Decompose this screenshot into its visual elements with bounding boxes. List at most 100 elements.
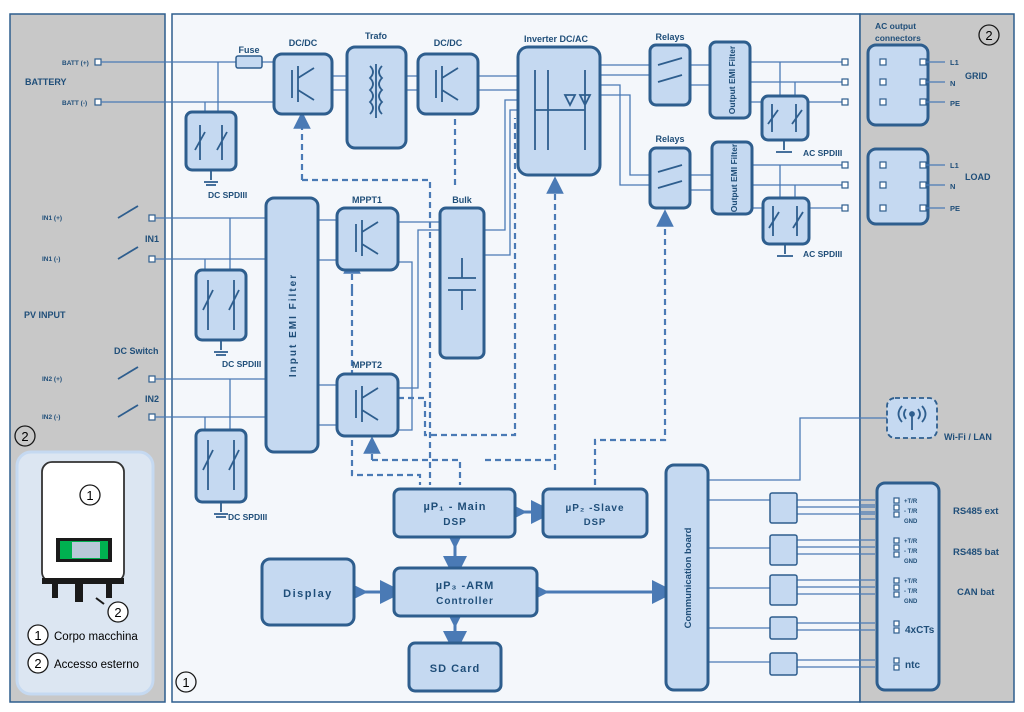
batt-pos-label: BATT (+) xyxy=(62,60,89,67)
inverter-label: Inverter DC/AC xyxy=(524,34,589,44)
sd-card-label: SD Card xyxy=(430,663,480,675)
rs485-bat-tr-pos: +T/R xyxy=(904,539,918,545)
main-dsp-block xyxy=(392,487,517,539)
dc-spd-1-label: DC SPDIII xyxy=(208,190,247,200)
input-emi-label: Input EMI Filter xyxy=(288,273,299,377)
trafo-label: Trafo xyxy=(365,31,388,41)
dc-spd-3-label: DC SPDIII xyxy=(228,512,267,522)
legend-key-1: 1 xyxy=(34,628,41,643)
legend-badge-2: 2 xyxy=(114,605,121,620)
ac-spd-load xyxy=(761,196,811,257)
dcdc2-label: DC/DC xyxy=(434,38,463,48)
rs485-bat-gnd: GND xyxy=(904,559,918,565)
dc-spd-2-label: DC SPDIII xyxy=(222,359,261,369)
fuse-block xyxy=(235,55,263,69)
dc-switch-label: DC Switch xyxy=(114,346,159,356)
wifi-label: Wi-Fi / LAN xyxy=(944,432,992,442)
legend-corpo: Corpo macchina xyxy=(54,631,138,643)
ac-spd-grid xyxy=(760,94,810,153)
ac-output-label-1: AC output xyxy=(875,21,916,31)
ct-label: 4xCTs xyxy=(905,625,935,636)
arm-label-1: µP₃ -ARM xyxy=(436,580,495,592)
rs485-bat-tr-neg: - T/R xyxy=(904,549,918,555)
relays1-label: Relays xyxy=(655,32,684,42)
communication-board-block xyxy=(664,463,710,692)
ac-output-label-2: connectors xyxy=(875,33,921,43)
comm-board-label: Communication board xyxy=(683,527,694,628)
load-pe: PE xyxy=(950,204,960,213)
mppt2-label: MPPT2 xyxy=(352,360,382,370)
dcdc2-block xyxy=(416,52,480,116)
rs485-ext-tr-neg: - T/R xyxy=(904,509,918,515)
comm-connector-block xyxy=(875,481,941,692)
rs485-ext-label: RS485 ext xyxy=(953,506,999,517)
bulk-label: Bulk xyxy=(452,195,472,205)
dc-spd-in2 xyxy=(194,428,248,518)
grid-n: N xyxy=(950,79,955,88)
relays2-label: Relays xyxy=(655,134,684,144)
power-wiring xyxy=(101,61,887,668)
fuse-label: Fuse xyxy=(238,45,259,55)
battery-label: BATTERY xyxy=(25,77,67,87)
dc-spd-in1 xyxy=(194,268,248,356)
dc-switches xyxy=(117,205,139,418)
slave-dsp-label-1: µP₂ -Slave xyxy=(565,503,624,514)
legend-badge-1: 1 xyxy=(86,488,93,503)
can-bat-label: CAN bat xyxy=(957,587,995,598)
grid-l1: L1 xyxy=(950,58,959,67)
load-label: LOAD xyxy=(965,172,991,182)
arm-controller-block xyxy=(392,566,539,618)
sd-card-block xyxy=(407,641,503,693)
can-bat-tr-pos: +T/R xyxy=(904,579,918,585)
grid-pe: PE xyxy=(950,99,960,108)
dcdc1-label: DC/DC xyxy=(289,38,318,48)
in2-label: IN2 xyxy=(145,394,159,404)
can-bat-tr-neg: - T/R xyxy=(904,589,918,595)
data-bus-arrows xyxy=(344,500,676,655)
mppt2-block xyxy=(335,372,400,438)
zone-left-badge: 2 xyxy=(21,429,28,444)
zone-center-badge: 1 xyxy=(182,675,189,690)
in1-neg-label: IN1 (-) xyxy=(42,256,60,263)
relays2-block xyxy=(648,146,692,210)
emi-out2-block xyxy=(710,140,754,216)
rs485-bat-label: RS485 bat xyxy=(953,547,1000,558)
in2-neg-label: IN2 (-) xyxy=(42,414,60,421)
ntc-label: ntc xyxy=(905,660,920,671)
load-l1: L1 xyxy=(950,161,959,170)
inverter-icon xyxy=(41,461,125,583)
comm-isolators xyxy=(769,492,798,676)
load-connector-block xyxy=(866,147,930,226)
wifi-icon xyxy=(897,405,927,430)
emi-out1-block xyxy=(708,40,752,120)
display-block xyxy=(260,557,356,627)
slave-dsp-label-2: DSP xyxy=(584,517,607,528)
load-n: N xyxy=(950,182,955,191)
display-label: Display xyxy=(283,588,333,600)
dcdc1-block xyxy=(272,52,334,116)
batt-neg-label: BATT (-) xyxy=(62,100,87,107)
slave-dsp-block xyxy=(541,487,649,539)
zone-right-badge: 2 xyxy=(985,28,992,43)
dc-spd-battery xyxy=(184,110,238,186)
bulk-block xyxy=(438,206,486,360)
inverter-block xyxy=(516,45,602,177)
rs485-ext-tr-pos: +T/R xyxy=(904,499,918,505)
grid-label: GRID xyxy=(965,71,988,81)
pv-input-label: PV INPUT xyxy=(24,310,66,320)
in2-pos-label: IN2 (+) xyxy=(42,376,62,383)
ac-spd-2-label: AC SPDIII xyxy=(803,249,842,259)
arm-label-2: Controller xyxy=(436,596,494,607)
in1-pos-label: IN1 (+) xyxy=(42,215,62,222)
emi-out2-label: Output EMI Filter xyxy=(729,143,739,212)
can-bat-gnd: GND xyxy=(904,599,918,605)
rs485-ext-gnd: GND xyxy=(904,519,918,525)
legend-key-2: 2 xyxy=(34,656,41,671)
ac-spd-1-label: AC SPDIII xyxy=(803,148,842,158)
relays1-block xyxy=(648,43,692,107)
input-emi-filter-block xyxy=(264,196,320,454)
main-dsp-label-1: µP₁ - Main xyxy=(423,501,486,513)
legend-accesso: Accesso esterno xyxy=(54,659,139,671)
emi-out1-label: Output EMI Filter xyxy=(727,45,737,114)
